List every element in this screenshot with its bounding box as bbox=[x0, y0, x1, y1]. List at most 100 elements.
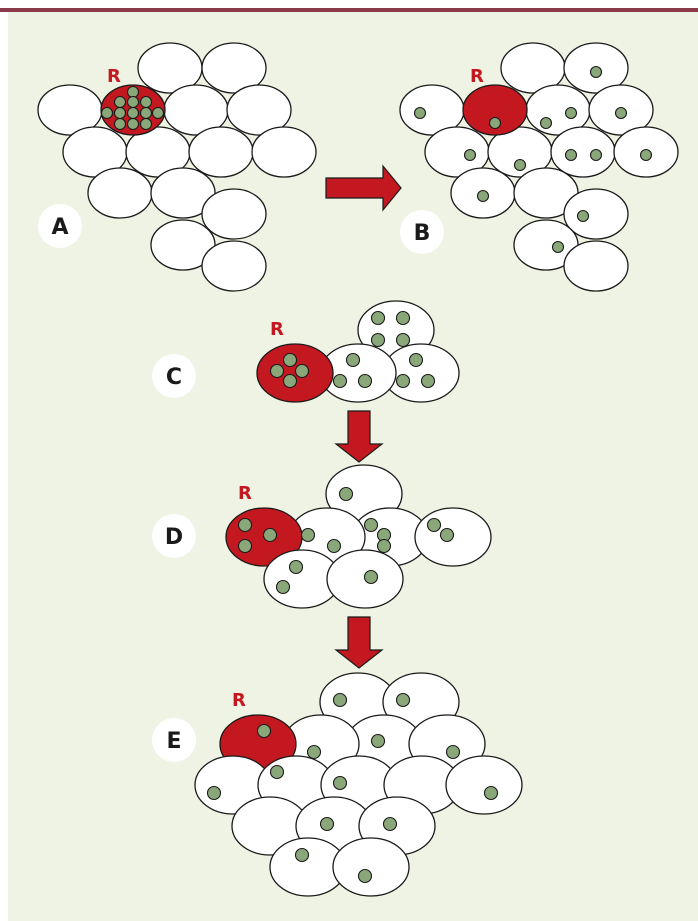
bead bbox=[294, 363, 310, 379]
bead bbox=[338, 486, 354, 502]
bead bbox=[139, 95, 153, 109]
bead bbox=[275, 579, 291, 595]
recipient-label: R bbox=[270, 319, 284, 340]
cell bbox=[201, 42, 267, 94]
bead bbox=[113, 117, 127, 131]
cell bbox=[188, 126, 254, 178]
bead bbox=[126, 95, 140, 109]
cell bbox=[445, 755, 523, 815]
bead bbox=[564, 106, 578, 120]
bead bbox=[463, 148, 477, 162]
bead bbox=[113, 106, 127, 120]
recipient-cell bbox=[256, 343, 334, 403]
panel-c: R C bbox=[152, 300, 460, 403]
bead bbox=[206, 785, 222, 801]
bead bbox=[395, 310, 411, 326]
bead bbox=[539, 116, 553, 130]
bead bbox=[319, 816, 335, 832]
arrow-down bbox=[334, 616, 384, 669]
bead bbox=[139, 106, 153, 120]
cell bbox=[550, 126, 616, 178]
bead bbox=[126, 106, 140, 120]
bead bbox=[345, 352, 361, 368]
arrow-right bbox=[325, 164, 402, 212]
bead bbox=[269, 363, 285, 379]
bead bbox=[551, 240, 565, 254]
arrow-down bbox=[334, 410, 384, 463]
bead bbox=[151, 106, 165, 120]
panel-badge-text: B bbox=[414, 221, 431, 246]
bead bbox=[126, 117, 140, 131]
bead bbox=[589, 148, 603, 162]
bead bbox=[370, 310, 386, 326]
cell bbox=[563, 240, 629, 292]
panel-a: R A bbox=[37, 42, 317, 292]
bead bbox=[576, 209, 590, 223]
cell bbox=[201, 188, 267, 240]
bead bbox=[483, 785, 499, 801]
bead bbox=[256, 723, 272, 739]
bead bbox=[376, 538, 392, 554]
bead bbox=[306, 744, 322, 760]
panel-badge-text: A bbox=[51, 215, 68, 240]
recipient-label: R bbox=[232, 690, 246, 711]
bead bbox=[237, 538, 253, 554]
bead bbox=[288, 559, 304, 575]
bead bbox=[564, 148, 578, 162]
bead bbox=[408, 352, 424, 368]
cell bbox=[150, 219, 216, 271]
bead bbox=[237, 517, 253, 533]
bead bbox=[445, 744, 461, 760]
panel-badge-text: D bbox=[165, 525, 183, 550]
bead bbox=[282, 352, 298, 368]
bead bbox=[439, 527, 455, 543]
bead bbox=[357, 868, 373, 884]
bead bbox=[269, 764, 285, 780]
bead bbox=[363, 569, 379, 585]
bead bbox=[139, 117, 153, 131]
bead bbox=[589, 65, 603, 79]
bead bbox=[100, 106, 114, 120]
bead bbox=[395, 692, 411, 708]
panel-badge bbox=[152, 514, 196, 558]
bead bbox=[363, 517, 379, 533]
bead bbox=[332, 692, 348, 708]
cell bbox=[251, 126, 317, 178]
panel-b: R B bbox=[399, 42, 679, 292]
bead bbox=[262, 527, 278, 543]
panel-badge bbox=[152, 718, 196, 762]
panel-e: R E bbox=[152, 672, 523, 897]
top-frame-bar bbox=[0, 8, 698, 12]
bead bbox=[332, 775, 348, 791]
panel-badge-text: C bbox=[166, 365, 182, 390]
bead bbox=[113, 95, 127, 109]
cell bbox=[150, 167, 216, 219]
bead bbox=[488, 116, 502, 130]
bead bbox=[370, 733, 386, 749]
bead bbox=[282, 373, 298, 389]
recipient-label: R bbox=[107, 66, 121, 87]
bead bbox=[126, 85, 140, 99]
panel-badge bbox=[38, 204, 82, 248]
panel-badge-text: E bbox=[166, 729, 181, 754]
bead bbox=[357, 373, 373, 389]
cell bbox=[201, 240, 267, 292]
bead bbox=[614, 106, 628, 120]
cell bbox=[87, 167, 153, 219]
bead bbox=[326, 538, 342, 554]
recipient-label: R bbox=[238, 483, 252, 504]
panel-badge bbox=[400, 210, 444, 254]
cell bbox=[563, 188, 629, 240]
bead bbox=[300, 527, 316, 543]
recipient-cell bbox=[462, 84, 528, 136]
bead bbox=[382, 816, 398, 832]
bead bbox=[420, 373, 436, 389]
bead bbox=[639, 148, 653, 162]
bead bbox=[395, 373, 411, 389]
bead bbox=[395, 332, 411, 348]
bead bbox=[476, 189, 490, 203]
bead bbox=[370, 332, 386, 348]
recipient-label: R bbox=[470, 66, 484, 87]
bead-cluster bbox=[100, 85, 165, 131]
